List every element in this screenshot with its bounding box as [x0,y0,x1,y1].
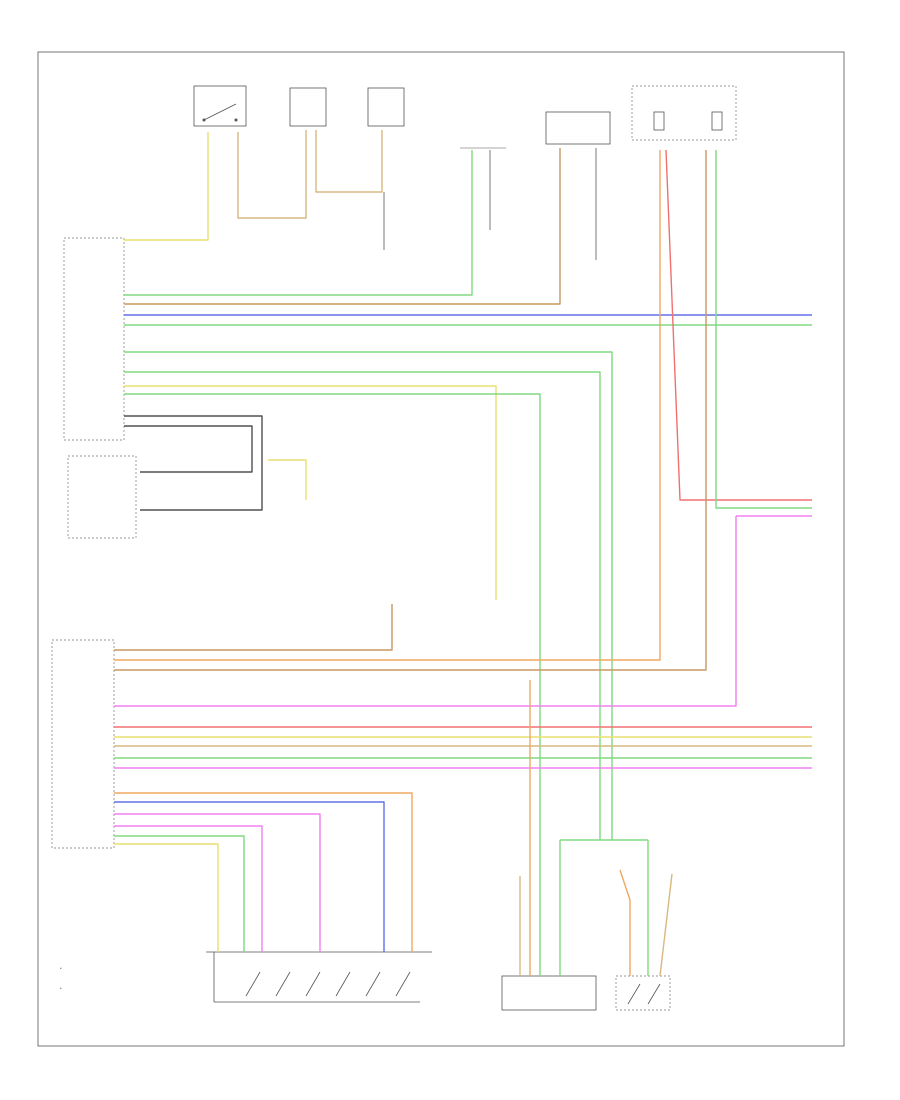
wires [114,130,812,977]
wire [619,869,631,976]
component-relay-box [67,455,137,539]
wire [114,150,661,661]
wire [268,459,307,500]
component-control-module-upper [63,237,125,441]
wire [124,351,613,840]
footnote-symbol: * [60,987,62,991]
wire [124,415,263,511]
wire [114,792,413,952]
component-fuse-box [631,85,737,141]
component-switch-bank [206,951,432,1003]
wire [124,371,601,840]
wire [124,150,473,296]
legend-footnotes: * * [60,967,62,991]
wire [124,148,561,305]
wire [315,130,383,193]
wire [237,130,307,219]
wire [124,385,497,600]
component-sensor-bottom-2 [615,975,671,1011]
wire [114,825,263,952]
component-control-module-lower [51,639,115,849]
wire [124,393,541,976]
wire [114,843,219,952]
wire [124,132,209,241]
footnote-symbol: * [60,967,62,971]
wire [114,516,737,707]
wire [659,873,673,977]
component-module-top-right [545,111,611,145]
component-switch-1 [193,85,247,127]
wire [665,149,812,501]
wire [114,604,393,651]
component-sensor-bottom-1 [501,975,597,1011]
wire [715,150,812,509]
component-switch-2 [289,87,327,127]
wire [114,813,321,952]
component-switch-3 [367,87,405,127]
diagram-frame [37,51,845,1047]
wire [114,801,385,952]
wire [114,835,245,952]
wire [114,150,707,671]
wire [124,425,253,473]
